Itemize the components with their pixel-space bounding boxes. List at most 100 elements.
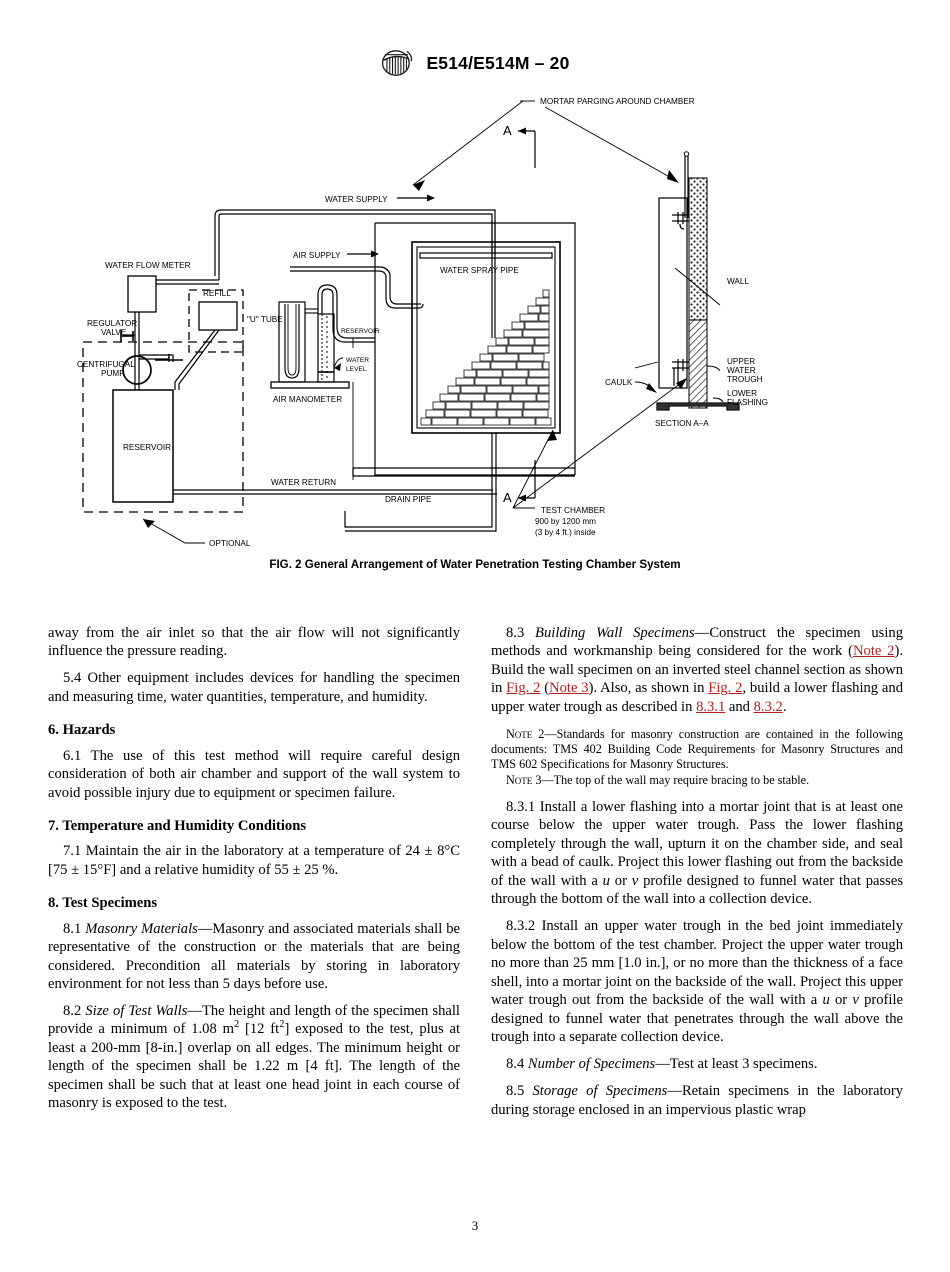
xref-8-3-1[interactable]: 8.3.1 (696, 698, 726, 715)
manometer-connect-tube (317, 284, 375, 339)
air-supply-pipe (290, 266, 424, 309)
clause-body-8-2-b: [12 ft (239, 1021, 280, 1038)
label-regulator-valve-line1: REGULATOR (87, 319, 137, 328)
profile-letter-u-2: u (822, 992, 830, 1009)
page-title: E514/E514M – 20 (426, 52, 570, 73)
label-wall: WALL (727, 277, 749, 286)
label-water-spray-pipe: WATER SPRAY PIPE (440, 266, 519, 275)
section-upper-tie (672, 212, 689, 230)
clause-title-8-5: Storage of Specimens (532, 1083, 668, 1100)
note-2-body: —Standards for masonry construction are … (491, 727, 904, 772)
clause-body-8-3-2: 8.3.2 Install an upper water trough in t… (491, 918, 903, 1009)
xref-fig-2-first[interactable]: Fig. 2 (506, 680, 541, 697)
label-section-aa: SECTION A–A (655, 419, 709, 428)
manometer-connect-tube-2 (321, 288, 375, 343)
clause-title-8-1: Masonry Materials (85, 920, 198, 937)
optional-leader (142, 518, 205, 544)
paragraph-8-5: 8.5 Storage of Specimens—Retain specimen… (491, 1082, 903, 1119)
section-arrow-top (518, 127, 526, 135)
astm-logo-icon (382, 50, 413, 76)
profile-letter-v-1: v (631, 872, 639, 889)
section-lower-flashing (656, 402, 740, 411)
clause-body-8-3-f: and (725, 698, 754, 715)
manometer-u-tube (284, 304, 300, 379)
paragraph-6-1: 6.1 The use of this test method will req… (48, 747, 460, 801)
superscript-m2: 2 (233, 1019, 240, 1031)
xref-note-2[interactable]: Note 2 (852, 643, 895, 660)
xref-8-3-2[interactable]: 8.3.2 (753, 698, 783, 715)
label-water-level-line2: LEVEL (346, 366, 367, 373)
label-section-a-bottom: A (503, 490, 512, 505)
label-optional: OPTIONAL (209, 539, 251, 548)
chamber-feed-pipe (491, 220, 496, 255)
paragraph-8-3-1: 8.3.1 Install a lower flashing into a mo… (491, 798, 903, 909)
clause-number-8-4: 8.4 (506, 1056, 525, 1073)
xref-fig-2-second[interactable]: Fig. 2 (708, 680, 743, 697)
manometer-column (317, 313, 335, 383)
brick-wall-cutaway (420, 289, 552, 426)
label-water-supply: WATER SUPPLY (325, 195, 388, 204)
page-header: E514/E514M – 20 (0, 48, 950, 78)
right-column: 8.3 Building Wall Specimens—Construct th… (491, 624, 903, 1119)
label-lower-flashing-line1: LOWER (727, 389, 757, 398)
label-upper-water-trough-line3: TROUGH (727, 375, 763, 384)
clause-body-8-3-a: —Construct the specimen using methods an… (491, 625, 903, 660)
water-level-leader (333, 357, 344, 369)
section-wall-upper (688, 177, 708, 321)
paragraph-8-3-2: 8.3.2 Install an upper water trough in t… (491, 917, 903, 1046)
note-2-label: Note (506, 727, 533, 742)
figure-2: WATER SUPPLY AIR SUPPLY WATER SPRAY PIPE (0, 90, 950, 560)
section-chamber-box (658, 197, 688, 389)
water-return-pipe (173, 489, 497, 495)
label-drain-pipe: DRAIN PIPE (385, 495, 432, 504)
manometer-base (270, 381, 350, 389)
clause-title-8-2: Size of Test Walls (85, 1003, 188, 1019)
chamber-drain-pipe (344, 433, 497, 532)
clause-body-8-3-e: , build a lower flashing and upper water… (491, 680, 903, 715)
air-manometer (270, 284, 375, 389)
clause-body-8-3-c: ( (540, 680, 550, 697)
clause-body-8-2-c: ] exposed to the test, plus at least a 2… (48, 1021, 461, 1112)
paragraph-7-1: 7.1 Maintain the air in the laboratory a… (48, 843, 460, 878)
test-chamber-leader (512, 379, 686, 509)
label-air-supply: AIR SUPPLY (293, 251, 341, 260)
heading-7-temperature-humidity: 7. Temperature and Humidity Conditions (48, 818, 307, 835)
manometer-u-tube-board (278, 301, 306, 383)
clause-body-8-3-1: 8.3.1 Install a lower flashing into a mo… (491, 798, 903, 889)
label-regulator-valve-line2: VALVE (101, 328, 127, 337)
clause-body-8-4: —Test at least 3 specimens. (655, 1056, 818, 1073)
xref-note-3[interactable]: Note 3 (549, 680, 589, 697)
label-caulk: CAULK (605, 378, 633, 387)
note-3-body: —The top of the wall may require bracing… (541, 773, 810, 788)
clause-body-8-3-b: ). Build the wall specimen on an inverte… (491, 643, 903, 697)
section-cut-top (518, 130, 536, 168)
water-flow-meter-box (127, 275, 157, 313)
label-upper-water-trough-line1: UPPER (727, 357, 755, 366)
clause-body-8-3-2-end: profile designed to funnel water that pe… (491, 992, 903, 1046)
clause-body-8-1: —Masonry and associated materials shall … (48, 920, 460, 993)
clause-body-8-5: —Retain specimens in the laboratory duri… (491, 1083, 903, 1118)
page-number: 3 (471, 1218, 479, 1233)
wall-leader (674, 267, 721, 306)
clause-body-8-3-g: . (782, 698, 787, 715)
optional-arrowhead (143, 519, 155, 528)
upper-trough-leader (706, 365, 721, 372)
manometer-u-tube-inner (287, 304, 297, 376)
pipe-tee-fitting (155, 354, 183, 361)
mortar-parging-arrowhead-left (413, 180, 425, 191)
note-3-label: Note (506, 773, 533, 788)
note-2-number: 2 (532, 727, 545, 742)
conjunction-or-1: or (609, 872, 632, 889)
note-3-number: 3 (532, 773, 542, 788)
label-upper-water-trough-line2: WATER (727, 366, 756, 375)
chamber-base-channel (352, 467, 575, 477)
section-wall-lower (688, 319, 708, 409)
heading-6-hazards: 6. Hazards (48, 722, 116, 739)
centrifugal-pump-symbol (122, 355, 152, 385)
figure-caption: FIG. 2 General Arrangement of Water Pene… (269, 558, 681, 571)
note-3: Note 3—The top of the wall may require b… (491, 773, 903, 788)
paragraph-5-4: 5.4 Other equipment includes devices for… (48, 670, 460, 705)
water-penetration-chamber-diagram: WATER SUPPLY AIR SUPPLY WATER SPRAY PIPE (77, 97, 768, 548)
test-chamber-box (411, 241, 561, 434)
